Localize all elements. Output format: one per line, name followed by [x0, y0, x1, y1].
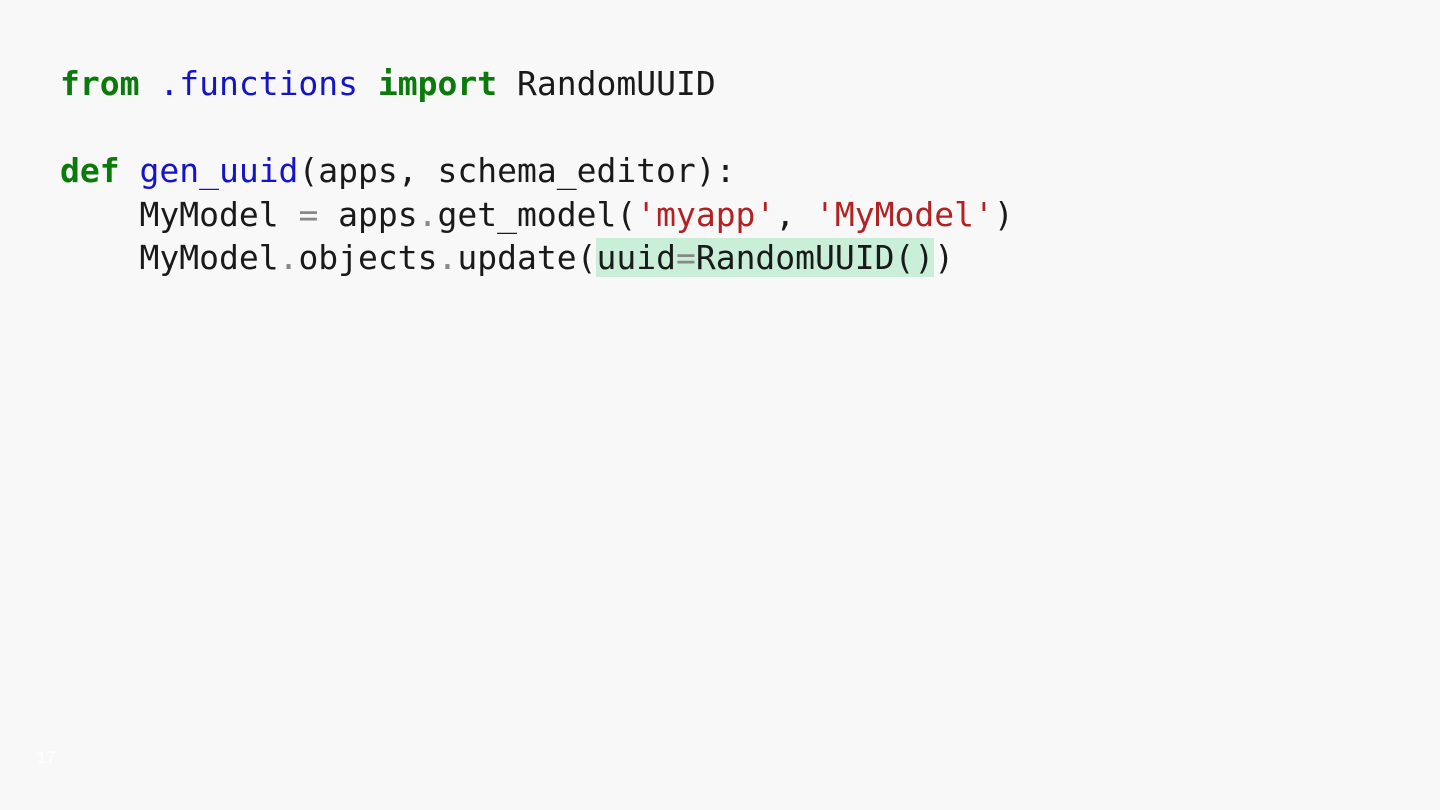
assign-operator: =: [675, 238, 696, 277]
code-line-update: MyModel.objects.update(uuid=RandomUUID()…: [60, 236, 1014, 280]
uuid-keyword-arg: uuid: [596, 238, 676, 277]
random-uuid-call: RandomUUID(): [695, 238, 935, 277]
function-name: gen_uuid: [139, 151, 299, 190]
indent: [60, 238, 139, 277]
get-model-call: get_model(: [437, 194, 637, 234]
code-block: from .functions import RandomUUID def gen…: [60, 62, 1014, 280]
objects-attr: objects: [298, 238, 438, 277]
string-mymodel: 'MyModel': [815, 194, 994, 234]
slide-number: 17: [37, 748, 56, 767]
variable-mymodel: MyModel: [139, 194, 299, 234]
blank-line: [60, 106, 1014, 150]
dot-operator: .: [417, 194, 438, 234]
code-line-get-model: MyModel = apps.get_model('myapp', 'MyMod…: [60, 193, 1014, 237]
keyword-from: from: [60, 64, 140, 103]
code-line-import: from .functions import RandomUUID: [60, 62, 1014, 106]
function-params: (apps, schema_editor):: [298, 151, 736, 190]
keyword-def: def: [60, 151, 120, 190]
string-myapp: 'myapp': [636, 194, 776, 234]
variable-mymodel: MyModel: [139, 238, 279, 277]
close-paren: ): [934, 238, 955, 277]
code-line-def: def gen_uuid(apps, schema_editor):: [60, 149, 1014, 193]
close-paren: ): [993, 194, 1014, 234]
comma: ,: [775, 194, 816, 234]
imported-name: RandomUUID: [517, 64, 716, 103]
apps-object: apps: [318, 194, 418, 234]
indent: [60, 195, 139, 234]
module-name: .functions: [159, 64, 359, 103]
dot-operator: .: [437, 238, 458, 277]
highlighted-argument: uuid=RandomUUID(): [596, 238, 935, 277]
assign-operator: =: [298, 194, 319, 234]
dot-operator: .: [278, 238, 299, 277]
keyword-import: import: [377, 64, 498, 103]
update-call: update(: [457, 238, 597, 277]
